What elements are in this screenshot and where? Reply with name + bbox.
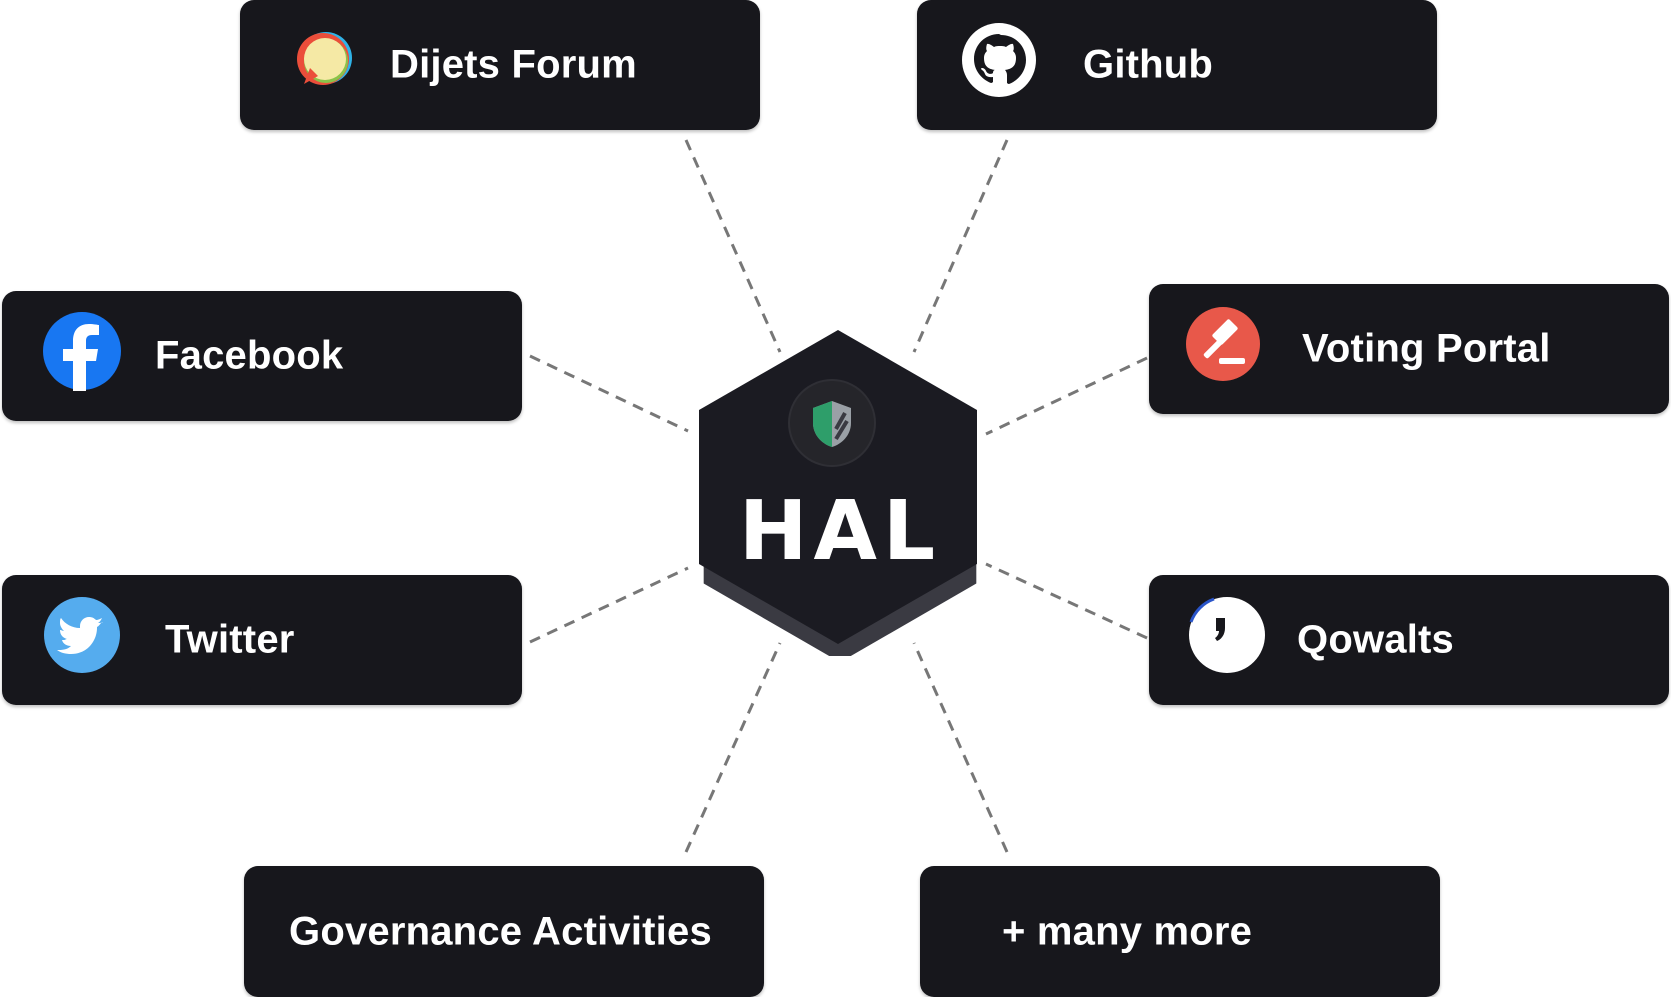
github-icon [961, 22, 1037, 108]
shield-icon [813, 401, 851, 447]
connector-facebook [529, 354, 689, 433]
facebook-icon [42, 311, 122, 401]
node-voting-portal[interactable]: Voting Portal [1149, 284, 1669, 414]
node-facebook[interactable]: Facebook [2, 291, 522, 421]
twitter-icon [43, 596, 121, 684]
hub-hexagon-shape [699, 330, 977, 656]
node-governance-activities[interactable]: Governance Activities [244, 866, 764, 997]
shield-badge [790, 381, 874, 465]
node-label: Voting Portal [1302, 326, 1551, 371]
node-qowalts[interactable]: Qowalts [1149, 575, 1669, 705]
hub-title: HAL [738, 484, 942, 579]
node-label: Governance Activities [289, 909, 712, 953]
connector-forum [684, 139, 782, 353]
node-twitter[interactable]: Twitter [2, 575, 522, 705]
connector-github [912, 139, 1009, 353]
qowalts-icon [1188, 596, 1266, 684]
node-github[interactable]: Github [917, 0, 1437, 130]
node-label: Twitter [165, 617, 295, 662]
node-label: Dijets Forum [390, 42, 637, 87]
connector-voting [985, 356, 1148, 436]
node-label: + many more [1002, 909, 1253, 953]
node-dijets-forum[interactable]: Dijets Forum [240, 0, 760, 130]
gavel-icon [1185, 306, 1261, 392]
node-label: Github [1083, 42, 1214, 87]
connector-more [912, 642, 1009, 853]
connector-twitter [529, 566, 689, 644]
node-label: Qowalts [1297, 617, 1454, 662]
node-label: Facebook [155, 333, 344, 378]
hal-hub[interactable]: HAL [690, 326, 990, 656]
discourse-icon [292, 28, 356, 102]
connector-qowalts [985, 562, 1148, 640]
connector-governance [684, 642, 782, 853]
node-many-more[interactable]: + many more [920, 866, 1440, 997]
